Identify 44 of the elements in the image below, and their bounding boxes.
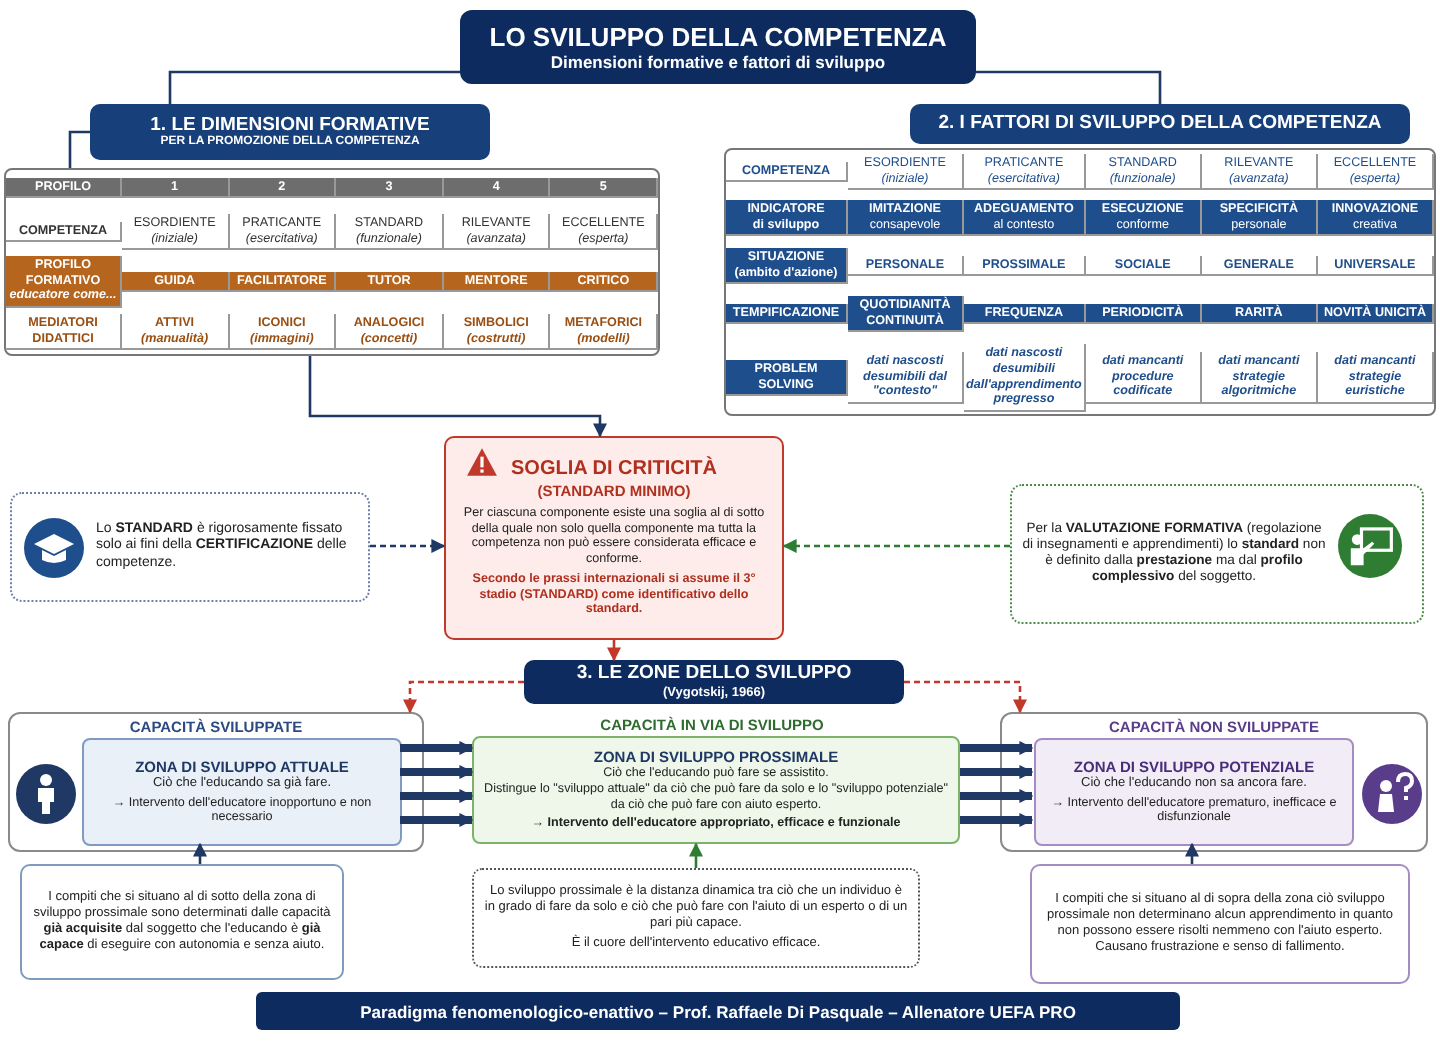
- threshold-box: [444, 436, 784, 640]
- title-text: LO SVILUPPO DELLA COMPETENZA: [489, 21, 947, 53]
- zone-container: [1000, 712, 1428, 852]
- arrow: [370, 539, 446, 553]
- subtitle-text: Dimensioni formative e fattori di sviluppo: [550, 52, 886, 73]
- threshold-title: SOGLIA DI CRITICITÀ: [511, 458, 717, 483]
- arrow: [308, 356, 607, 438]
- note-box: [472, 868, 920, 968]
- arrow: [403, 680, 524, 714]
- arrow: [400, 789, 474, 803]
- connector-line: [68, 130, 90, 168]
- arrow: [607, 640, 621, 662]
- arrow: [960, 789, 1034, 803]
- section-header: [910, 104, 1410, 144]
- section-header: [524, 660, 904, 704]
- dimensions-table: [4, 168, 660, 356]
- arrow: [782, 539, 1010, 553]
- arrow: [1185, 842, 1199, 864]
- arrow: [904, 680, 1027, 714]
- zone-box: [1034, 738, 1354, 846]
- arrow: [400, 813, 474, 827]
- connector-line: [168, 70, 460, 104]
- note-box: [1010, 484, 1424, 624]
- arrow: [400, 741, 474, 755]
- connector-line: [976, 70, 1162, 104]
- note-box: [1030, 864, 1410, 984]
- arrow: [960, 741, 1034, 755]
- arrow: [400, 765, 474, 779]
- title-banner: [460, 10, 976, 84]
- factors-table: [724, 148, 1436, 416]
- arrow: [689, 842, 703, 868]
- section-title: 3. LE ZONE DELLO SVILUPPO: [576, 662, 852, 686]
- section-title: 2. I FATTORI DI SVILUPPO DELLA COMPETENZA: [938, 112, 1382, 136]
- arrow: [193, 842, 207, 864]
- note-box: [20, 864, 344, 980]
- arrow: [960, 765, 1034, 779]
- arrow: [960, 813, 1034, 827]
- section-header: [90, 104, 490, 160]
- zone-container: [8, 712, 424, 852]
- section-title: 1. LE DIMENSIONI FORMATIVE: [150, 113, 430, 136]
- note-box: [10, 492, 370, 602]
- zone-box: [472, 736, 960, 844]
- zone-box: [82, 738, 402, 846]
- footer-banner: Paradigma fenomenologico-enattivo – Prof. Raffaele Di Pasquale – Allenatore UEFA PRO: [256, 992, 1180, 1030]
